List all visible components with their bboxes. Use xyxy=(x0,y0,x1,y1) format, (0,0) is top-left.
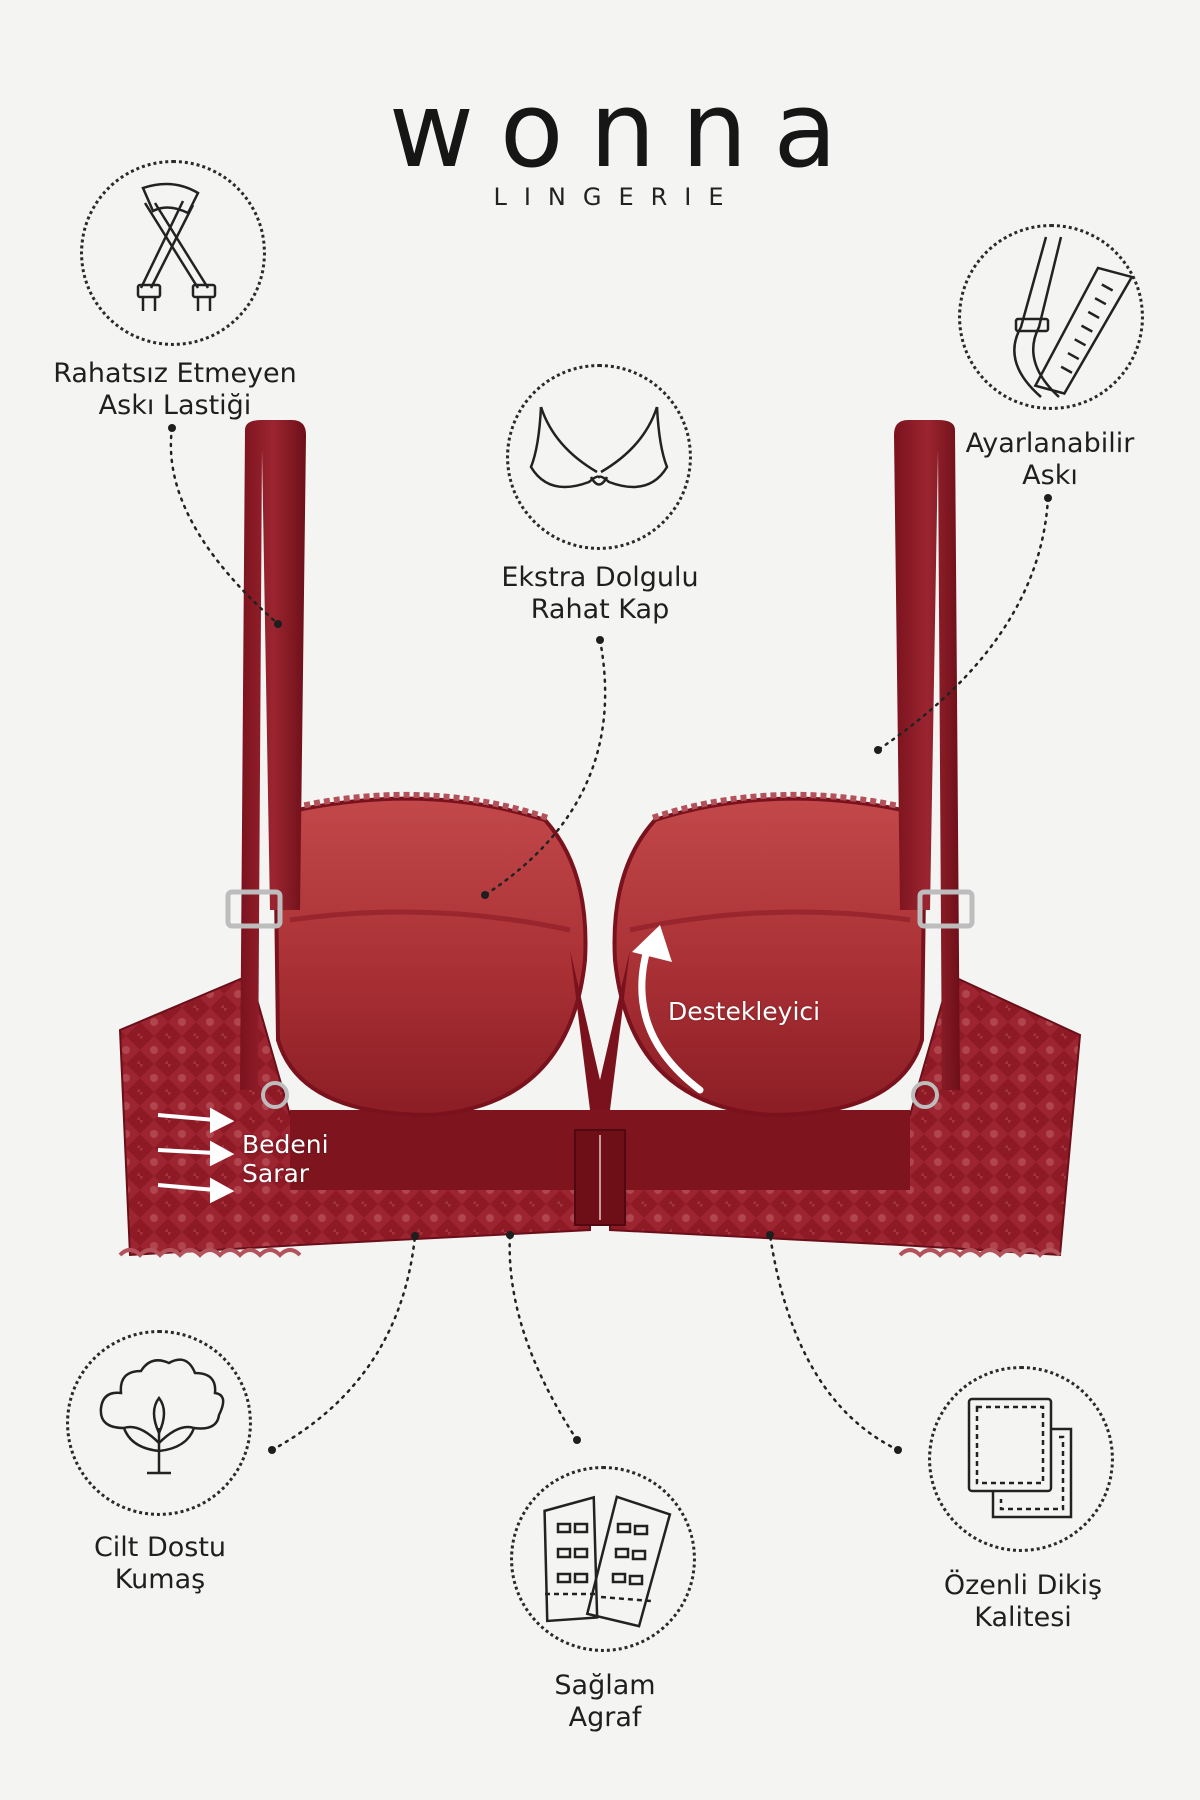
bra-cup-icon xyxy=(529,406,669,489)
wrap-label: Bedeni Sarar xyxy=(242,1130,329,1188)
callout-line-padded-cup xyxy=(483,638,607,897)
brand-logo: wonna xyxy=(388,69,864,191)
ruler-strap-icon xyxy=(1013,236,1134,398)
right-strap xyxy=(894,420,960,1090)
callout-line-strap-elastic xyxy=(169,426,280,626)
label-line: Kalitesi xyxy=(974,1602,1072,1633)
center-gore xyxy=(570,950,630,1110)
label-adjustable-strap: Ayarlanabilir Askı xyxy=(905,428,1195,492)
support-arrow xyxy=(638,936,704,1094)
wrap-arrows xyxy=(157,1107,235,1204)
bra-cup-icon-circle xyxy=(506,364,692,550)
label-line: Rahat Kap xyxy=(530,594,670,625)
label-strap-elastic: Rahatsız Etmeyen Askı Lastiği xyxy=(30,358,320,422)
strap-icon xyxy=(136,182,217,311)
right-cup xyxy=(612,796,928,1118)
callout-line-adjustable-strap xyxy=(876,496,1050,752)
stitched-patch-icon-circle xyxy=(928,1366,1114,1552)
label-line: Askı Lastiği xyxy=(98,390,252,421)
label-line: Özenli Dikiş xyxy=(943,1570,1103,1601)
wrap-label-line-2: Sarar xyxy=(242,1159,310,1188)
label-line: Ekstra Dolgulu xyxy=(501,562,699,593)
left-cup xyxy=(272,796,588,1118)
callout-line-hook-clasp xyxy=(508,1233,579,1442)
label-line: Askı xyxy=(1022,460,1078,491)
label-line: Sağlam xyxy=(554,1670,656,1701)
label-line: Kumaş xyxy=(114,1564,206,1595)
hook-clasp-icon xyxy=(543,1495,672,1628)
callout-line-skin-fabric xyxy=(270,1234,417,1452)
label-skin-fabric: Cilt Dostu Kumaş xyxy=(15,1532,305,1596)
label-line: Rahatsız Etmeyen xyxy=(53,358,297,389)
hook-clasp-icon-circle xyxy=(510,1466,696,1652)
cotton-icon xyxy=(99,1358,225,1475)
wrap-label-line-1: Bedeni xyxy=(242,1130,329,1159)
strap-icon-circle xyxy=(80,160,266,346)
brand-subtitle: LINGERIE xyxy=(493,183,741,211)
label-hook-clasp: Sağlam Agraf xyxy=(460,1670,750,1734)
label-line: Cilt Dostu xyxy=(93,1532,227,1563)
left-strap xyxy=(240,420,306,1090)
left-strap-slider xyxy=(225,889,283,929)
label-stitching: Özenli Dikiş Kalitesi xyxy=(878,1570,1168,1634)
label-padded-cup: Ekstra Dolgulu Rahat Kap xyxy=(455,562,745,626)
stitched-patch-icon xyxy=(967,1397,1073,1519)
support-label: Destekleyici xyxy=(668,997,821,1026)
ruler-strap-icon-circle xyxy=(958,224,1144,410)
right-strap-slider xyxy=(917,889,975,929)
cotton-icon-circle xyxy=(66,1330,252,1516)
label-line: Agraf xyxy=(568,1702,642,1733)
label-line: Ayarlanabilir xyxy=(965,428,1135,459)
callout-line-stitching xyxy=(768,1233,900,1452)
